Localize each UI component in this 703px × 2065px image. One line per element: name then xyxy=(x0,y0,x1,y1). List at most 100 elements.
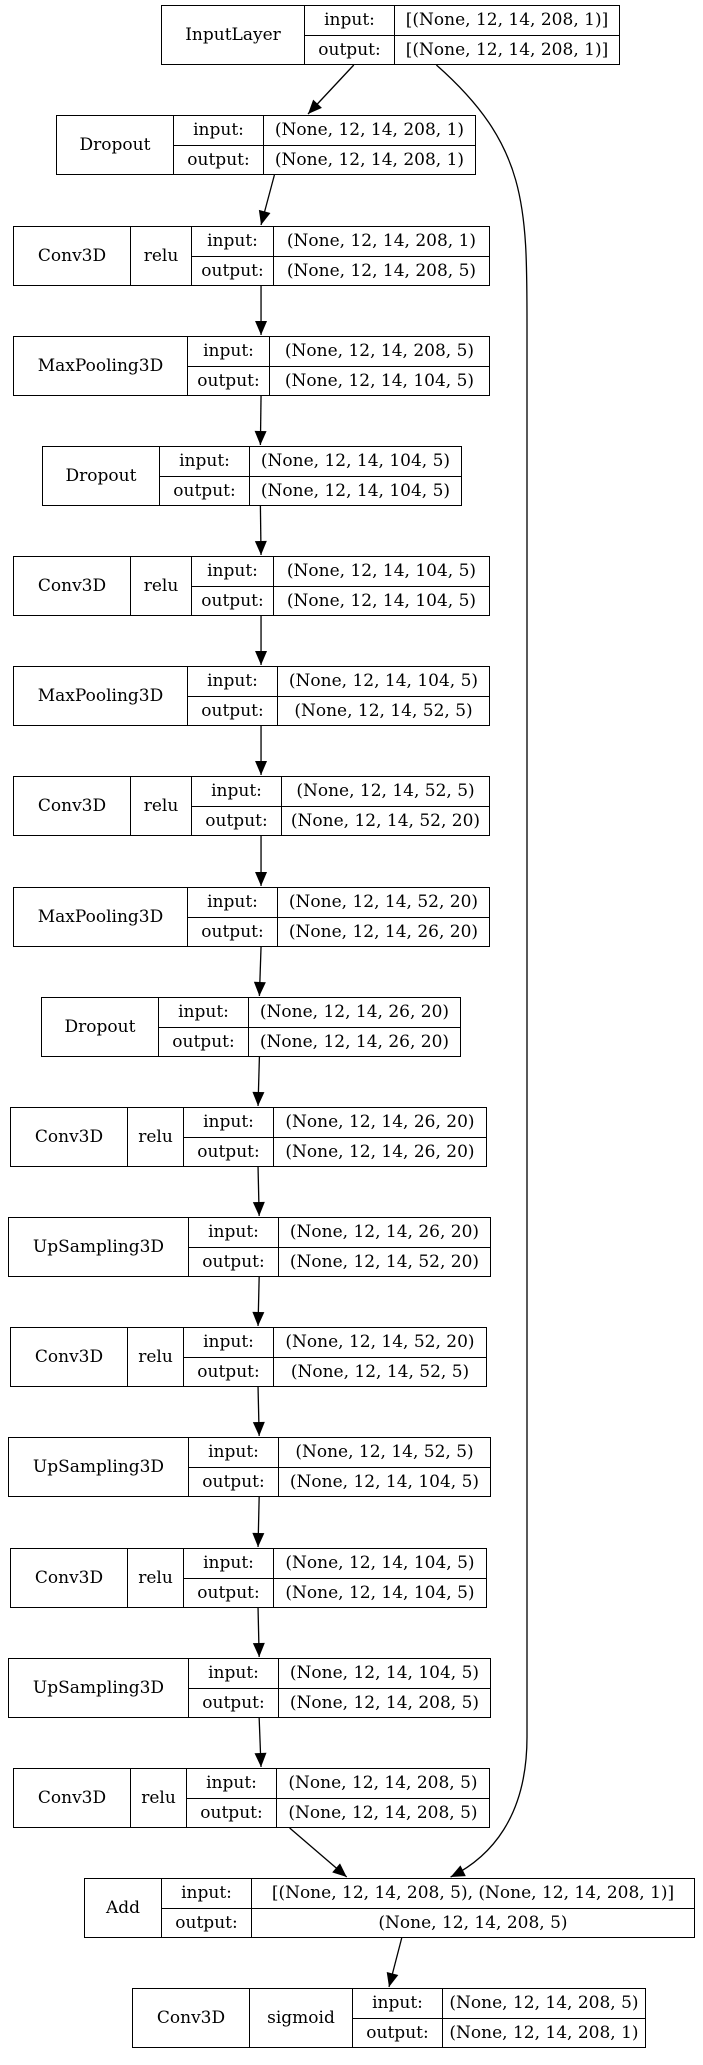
output-label: output: xyxy=(162,1907,251,1938)
activation-label: relu xyxy=(127,1328,183,1386)
output-shape: (None, 12, 14, 52, 20) xyxy=(282,805,489,836)
shape-values: (None, 12, 14, 208, 5)(None, 12, 14, 104… xyxy=(269,337,489,395)
output-shape: [(None, 12, 14, 208, 1)] xyxy=(395,34,619,65)
input-shape: (None, 12, 14, 26, 20) xyxy=(259,1002,450,1023)
input-shape: (None, 12, 14, 26, 20) xyxy=(289,1222,480,1243)
output-label: output: xyxy=(184,1577,273,1608)
input-shape: (None, 12, 14, 52, 5) xyxy=(295,1442,474,1463)
shape-values: [(None, 12, 14, 208, 5), (None, 12, 14, … xyxy=(251,1879,694,1937)
layer-type-label: Conv3D xyxy=(37,576,107,596)
layer-type-label: Conv3D xyxy=(37,246,107,266)
output-shape: (None, 12, 14, 52, 5) xyxy=(278,695,489,726)
output-label: output: xyxy=(188,365,269,396)
input-label: input: xyxy=(372,1993,423,2014)
arrowhead-14 xyxy=(252,1642,265,1657)
arrowhead-1 xyxy=(258,209,271,225)
io-labels: input: output: xyxy=(173,116,263,174)
input-label: input: xyxy=(181,1883,232,1904)
output-label: output: xyxy=(192,585,273,616)
input-label: input: xyxy=(208,1442,259,1463)
output-shape: (None, 12, 14, 208, 5) xyxy=(274,255,489,286)
layer-type-label: Dropout xyxy=(64,1017,136,1037)
activation-label: relu xyxy=(127,1549,183,1607)
arrowhead-15 xyxy=(254,1752,267,1767)
input-shape: [(None, 12, 14, 208, 5), (None, 12, 14, … xyxy=(271,1883,675,1904)
layer-node-upsampling3d-15[interactable]: UpSampling3D input:output:(None, 12, 14, … xyxy=(8,1658,491,1718)
activation-label: relu xyxy=(130,1769,186,1827)
io-labels: input:output: xyxy=(159,447,249,505)
arrowhead-0 xyxy=(308,99,322,114)
output-label: output: xyxy=(189,1246,278,1277)
io-labels: input:output: xyxy=(183,1328,273,1386)
output-shape: (None, 12, 14, 104, 5) xyxy=(274,585,489,616)
input-shape: (None, 12, 14, 208, 1) xyxy=(274,120,465,141)
shape-values: (None, 12, 14, 26, 20)(None, 12, 14, 26,… xyxy=(273,1108,486,1166)
skip-connection-edge xyxy=(435,64,528,1878)
output-shape: (None, 12, 14, 208, 5) xyxy=(252,1907,694,1938)
arrowhead-16 xyxy=(332,1863,347,1877)
io-labels: input:output: xyxy=(191,777,281,835)
layer-node-conv3d-5[interactable]: Conv3D relu input: output:(None, 12, 14, 10… xyxy=(13,556,490,616)
input-shape: (None, 12, 14, 52, 20) xyxy=(285,1332,475,1353)
activation-label: relu xyxy=(130,557,191,615)
input-shape: (None, 12, 14, 208, 5) xyxy=(284,341,475,362)
input-shape: (None, 12, 14, 208, 1) xyxy=(286,231,477,252)
shape-values: (None, 12, 14, 208, 1)(None, 12, 14, 208… xyxy=(263,116,475,174)
input-shape: [(None, 12, 14, 208, 1)] xyxy=(405,10,609,31)
layer-type-label: InputLayer xyxy=(185,25,281,45)
arrowhead-12 xyxy=(252,1421,265,1436)
input-label: input: xyxy=(208,1222,259,1243)
shape-values: (None, 12, 14, 208, 5)(None, 12, 14, 208… xyxy=(276,1769,489,1827)
input-label: input: xyxy=(207,561,258,582)
shape-values: (None, 12, 14, 52, 5)(None, 12, 14, 52, … xyxy=(281,777,489,835)
output-shape: (None, 12, 14, 26, 20) xyxy=(278,916,489,947)
input-label: input: xyxy=(193,120,244,141)
shape-values: (None, 12, 14, 52, 20)(None, 12, 14, 26,… xyxy=(277,888,489,946)
output-label: output: xyxy=(160,475,249,506)
output-shape: (None, 12, 14, 26, 20) xyxy=(274,1136,486,1167)
output-shape: (None, 12, 14, 208, 5) xyxy=(277,1797,489,1828)
shape-values: (None, 12, 14, 26, 20) (None, 12, 14, 26,… xyxy=(248,998,460,1056)
layer-type-label: Dropout xyxy=(65,466,137,486)
arrowhead-7 xyxy=(255,872,268,886)
shape-values: (None, 12, 14, 104, 5)(None, 12, 14, 104… xyxy=(249,447,461,505)
input-shape: (None, 12, 14, 104, 5) xyxy=(288,671,479,692)
shape-values: (None, 12, 14, 104, 5)(None, 12, 14, 208… xyxy=(278,1659,490,1717)
input-label: input: xyxy=(203,1332,254,1353)
io-labels: input:output: xyxy=(188,1659,278,1717)
output-label: output: xyxy=(188,695,277,726)
output-label: output: xyxy=(305,34,394,65)
layer-type-label: Conv3D xyxy=(37,796,107,816)
output-shape: (None, 12, 14, 52, 20) xyxy=(279,1246,490,1277)
layer-node-dropout-4[interactable]: Dropout input:output:(None, 12, 14, 104, … xyxy=(42,446,462,506)
input-label: input: xyxy=(324,10,375,31)
layer-type-label: UpSampling3D xyxy=(32,1457,165,1477)
arrowhead-11 xyxy=(252,1311,265,1326)
layer-type-label: UpSampling3D xyxy=(32,1678,165,1698)
arrowhead-18 xyxy=(450,1865,466,1877)
output-label: output: xyxy=(174,144,263,175)
io-labels: input: output: xyxy=(188,1218,278,1276)
output-shape: (None, 12, 14, 52, 5) xyxy=(274,1356,486,1387)
layer-type-label: Conv3D xyxy=(34,1568,104,1588)
output-shape: (None, 12, 14, 26, 20) xyxy=(249,1026,460,1057)
input-label: input: xyxy=(206,1773,257,1794)
input-label: input: xyxy=(208,1663,259,1684)
layer-type-label: Conv3D xyxy=(34,1347,104,1367)
